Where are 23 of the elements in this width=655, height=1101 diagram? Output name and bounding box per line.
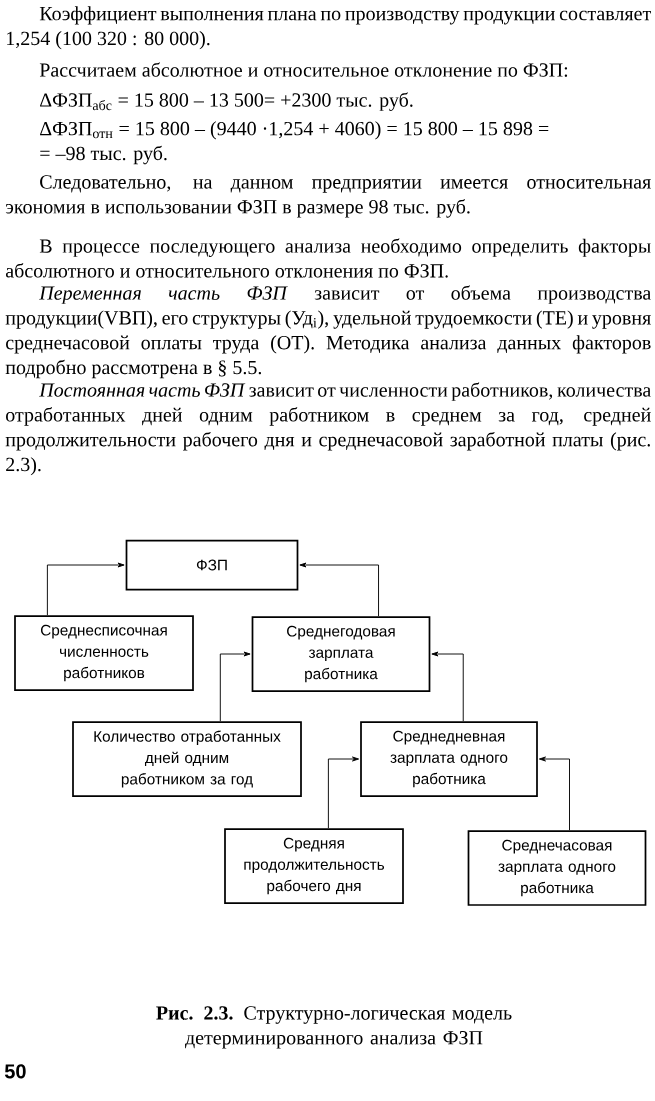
paragraph: Постоянная часть ФЗП зависит от численности работников, количества отработанных дней одним работником в среднем за год, средней продолжительности рабочего дня и среднечасовой заработной платы (рис. 2.3).	[5, 382, 651, 476]
figure-caption: Рис. 2.3. Структурно-логическая модель детерминированного анализа ФЗП	[156, 1006, 512, 1049]
arrow	[46, 562, 125, 616]
paragraph: ΔФЗП$_{абс}$ = 15 800 – 13 500= +2300 тыс. руб.	[40, 92, 413, 111]
factor-box: Количество отработанных дней одним работником за год	[72, 721, 302, 797]
paragraph: Рассчитаем абсолютное и относительное отклонение по ФЗП:	[39, 62, 568, 77]
arrow	[431, 651, 464, 722]
page-number: 50	[4, 1064, 26, 1079]
factor-box: Среднечасовая зарплата одного работника	[467, 830, 647, 906]
factor-box: Среднедневная зарплата одного работника	[360, 721, 538, 797]
factor-box: Среднесписочная численность работников	[14, 615, 194, 691]
paragraph: В процессе последующего анализа необходимо определить факторы абсолютного и относительного отклонения по ФЗП.	[6, 238, 651, 278]
arrow	[538, 756, 570, 831]
factor-box: ФЗП	[125, 539, 299, 591]
paragraph: Следовательно, на данном предприятии имеется относительная экономия в использовании ФЗП в размере 98 тыс. руб.	[5, 175, 651, 218]
paragraph: Переменная часть ФЗП зависит от объема производства продукции(VВП), его структуры (Уд$_{i}$), удельной трудоемкости (ТЕ) и уровня среднечасовой оплаты труда (ОТ). Методика анализа данных факторов подробно рассмотрена в § 5.5.	[5, 285, 651, 379]
factor-box: Средняя продолжительность рабочего дня	[224, 828, 404, 904]
paragraph: Коэффициент выполнения плана по производству продукции составляет 1,254 (100 320 : 80 000).	[7, 6, 651, 50]
arrow	[219, 651, 251, 722]
arrow	[327, 756, 360, 829]
paragraph: ΔФЗП$_{отн}$ = 15 800 – (9440 ·1,254 + 4060) = 15 800 – 15 898 = = –98 тыс. руб.	[40, 121, 549, 165]
factor-box: Среднегодовая зарплата работника	[251, 616, 431, 692]
arrow	[299, 562, 379, 617]
